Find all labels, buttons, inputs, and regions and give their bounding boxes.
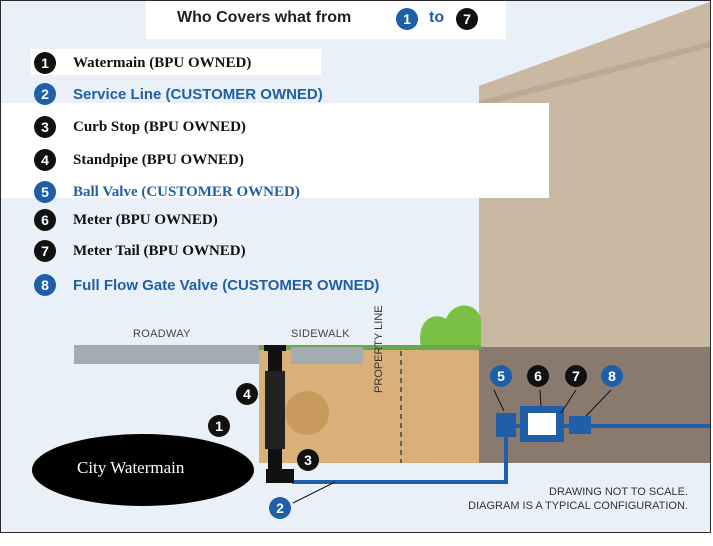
basement-wall xyxy=(479,347,710,463)
meter-face xyxy=(528,413,556,435)
roadway-slab xyxy=(74,345,259,364)
legend-item-4: 4 Standpipe (BPU OWNED) xyxy=(34,147,244,173)
gate-valve xyxy=(569,416,591,434)
legend-patch-upper xyxy=(1,103,549,198)
title-text: Who Covers what from xyxy=(177,9,352,26)
watermain-label: City Watermain xyxy=(77,458,185,477)
legend-label-1: Watermain (BPU OWNED) xyxy=(73,54,252,71)
roadway-label: ROADWAY xyxy=(133,328,191,340)
shrub xyxy=(420,305,481,347)
legend-number-4: 4 xyxy=(34,149,56,171)
legend-number-1: 1 xyxy=(34,52,56,74)
marker-8: 8 xyxy=(601,365,623,387)
ball-valve xyxy=(496,413,516,437)
title-end-badge: 7 xyxy=(456,8,478,30)
legend-number-3: 3 xyxy=(34,116,56,138)
property-line-label: PROPERTY LINE xyxy=(373,305,385,393)
legend-label-2: Service Line (CUSTOMER OWNED) xyxy=(73,85,323,103)
pointer-8 xyxy=(585,389,612,417)
soil-texture xyxy=(285,391,329,435)
pointer-7 xyxy=(560,389,577,414)
pointer-6 xyxy=(539,389,542,407)
legend-number-7: 7 xyxy=(34,240,56,262)
marker-6: 6 xyxy=(527,365,549,387)
title-start-badge: 1 xyxy=(396,8,418,30)
legend-label-4: Standpipe (BPU OWNED) xyxy=(73,151,244,168)
marker-1: 1 xyxy=(208,415,230,437)
legend-item-7: 7 Meter Tail (BPU OWNED) xyxy=(34,238,246,264)
scale-note: DRAWING NOT TO SCALE. xyxy=(549,486,688,498)
legend-label-8: Full Flow Gate Valve (CUSTOMER OWNED) xyxy=(73,276,380,294)
legend-number-5: 5 xyxy=(34,181,56,203)
legend-item-3: 3 Curb Stop (BPU OWNED) xyxy=(34,114,246,140)
curb-stop xyxy=(266,469,294,483)
legend-item-1: 1 Watermain (BPU OWNED) xyxy=(34,50,251,76)
pointer-2 xyxy=(292,481,336,504)
legend-label-5: Ball Valve (CUSTOMER OWNED) xyxy=(73,183,300,200)
legend-patch-1 xyxy=(31,49,321,75)
grass-line xyxy=(259,345,481,350)
watermain-ellipse xyxy=(32,434,254,506)
marker-7: 7 xyxy=(565,365,587,387)
standpipe-body xyxy=(265,371,285,449)
marker-4: 4 xyxy=(236,383,258,405)
marker-2: 2 xyxy=(269,497,291,519)
header-band xyxy=(146,1,506,39)
legend-label-6: Meter (BPU OWNED) xyxy=(73,211,218,228)
title-to-word: to xyxy=(429,9,445,26)
marker-5: 5 xyxy=(490,365,512,387)
legend-item-2: 2 Service Line (CUSTOMER OWNED) xyxy=(34,81,323,107)
legend-item-8: 8 Full Flow Gate Valve (CUSTOMER OWNED) xyxy=(34,272,379,298)
legend-number-6: 6 xyxy=(34,209,56,231)
legend-item-5: 5 Ball Valve (CUSTOMER OWNED) xyxy=(34,179,300,205)
marker-3: 3 xyxy=(297,449,319,471)
diagram-scene xyxy=(32,1,710,506)
legend-label-7: Meter Tail (BPU OWNED) xyxy=(73,242,246,259)
pointer-5 xyxy=(493,389,505,412)
sidewalk-slab xyxy=(291,347,363,364)
sidewalk-label: SIDEWALK xyxy=(291,328,350,340)
house-roof-edge xyxy=(479,41,710,107)
legend-number-8: 8 xyxy=(34,274,56,296)
standpipe-cap xyxy=(264,345,286,351)
diagram-frame: Who Covers what from 1 to 7 1 Watermain … xyxy=(0,0,711,533)
config-note: DIAGRAM IS A TYPICAL CONFIGURATION. xyxy=(468,500,688,512)
legend-number-2: 2 xyxy=(34,83,56,105)
legend-label-3: Curb Stop (BPU OWNED) xyxy=(73,118,246,135)
legend-item-6: 6 Meter (BPU OWNED) xyxy=(34,207,218,233)
